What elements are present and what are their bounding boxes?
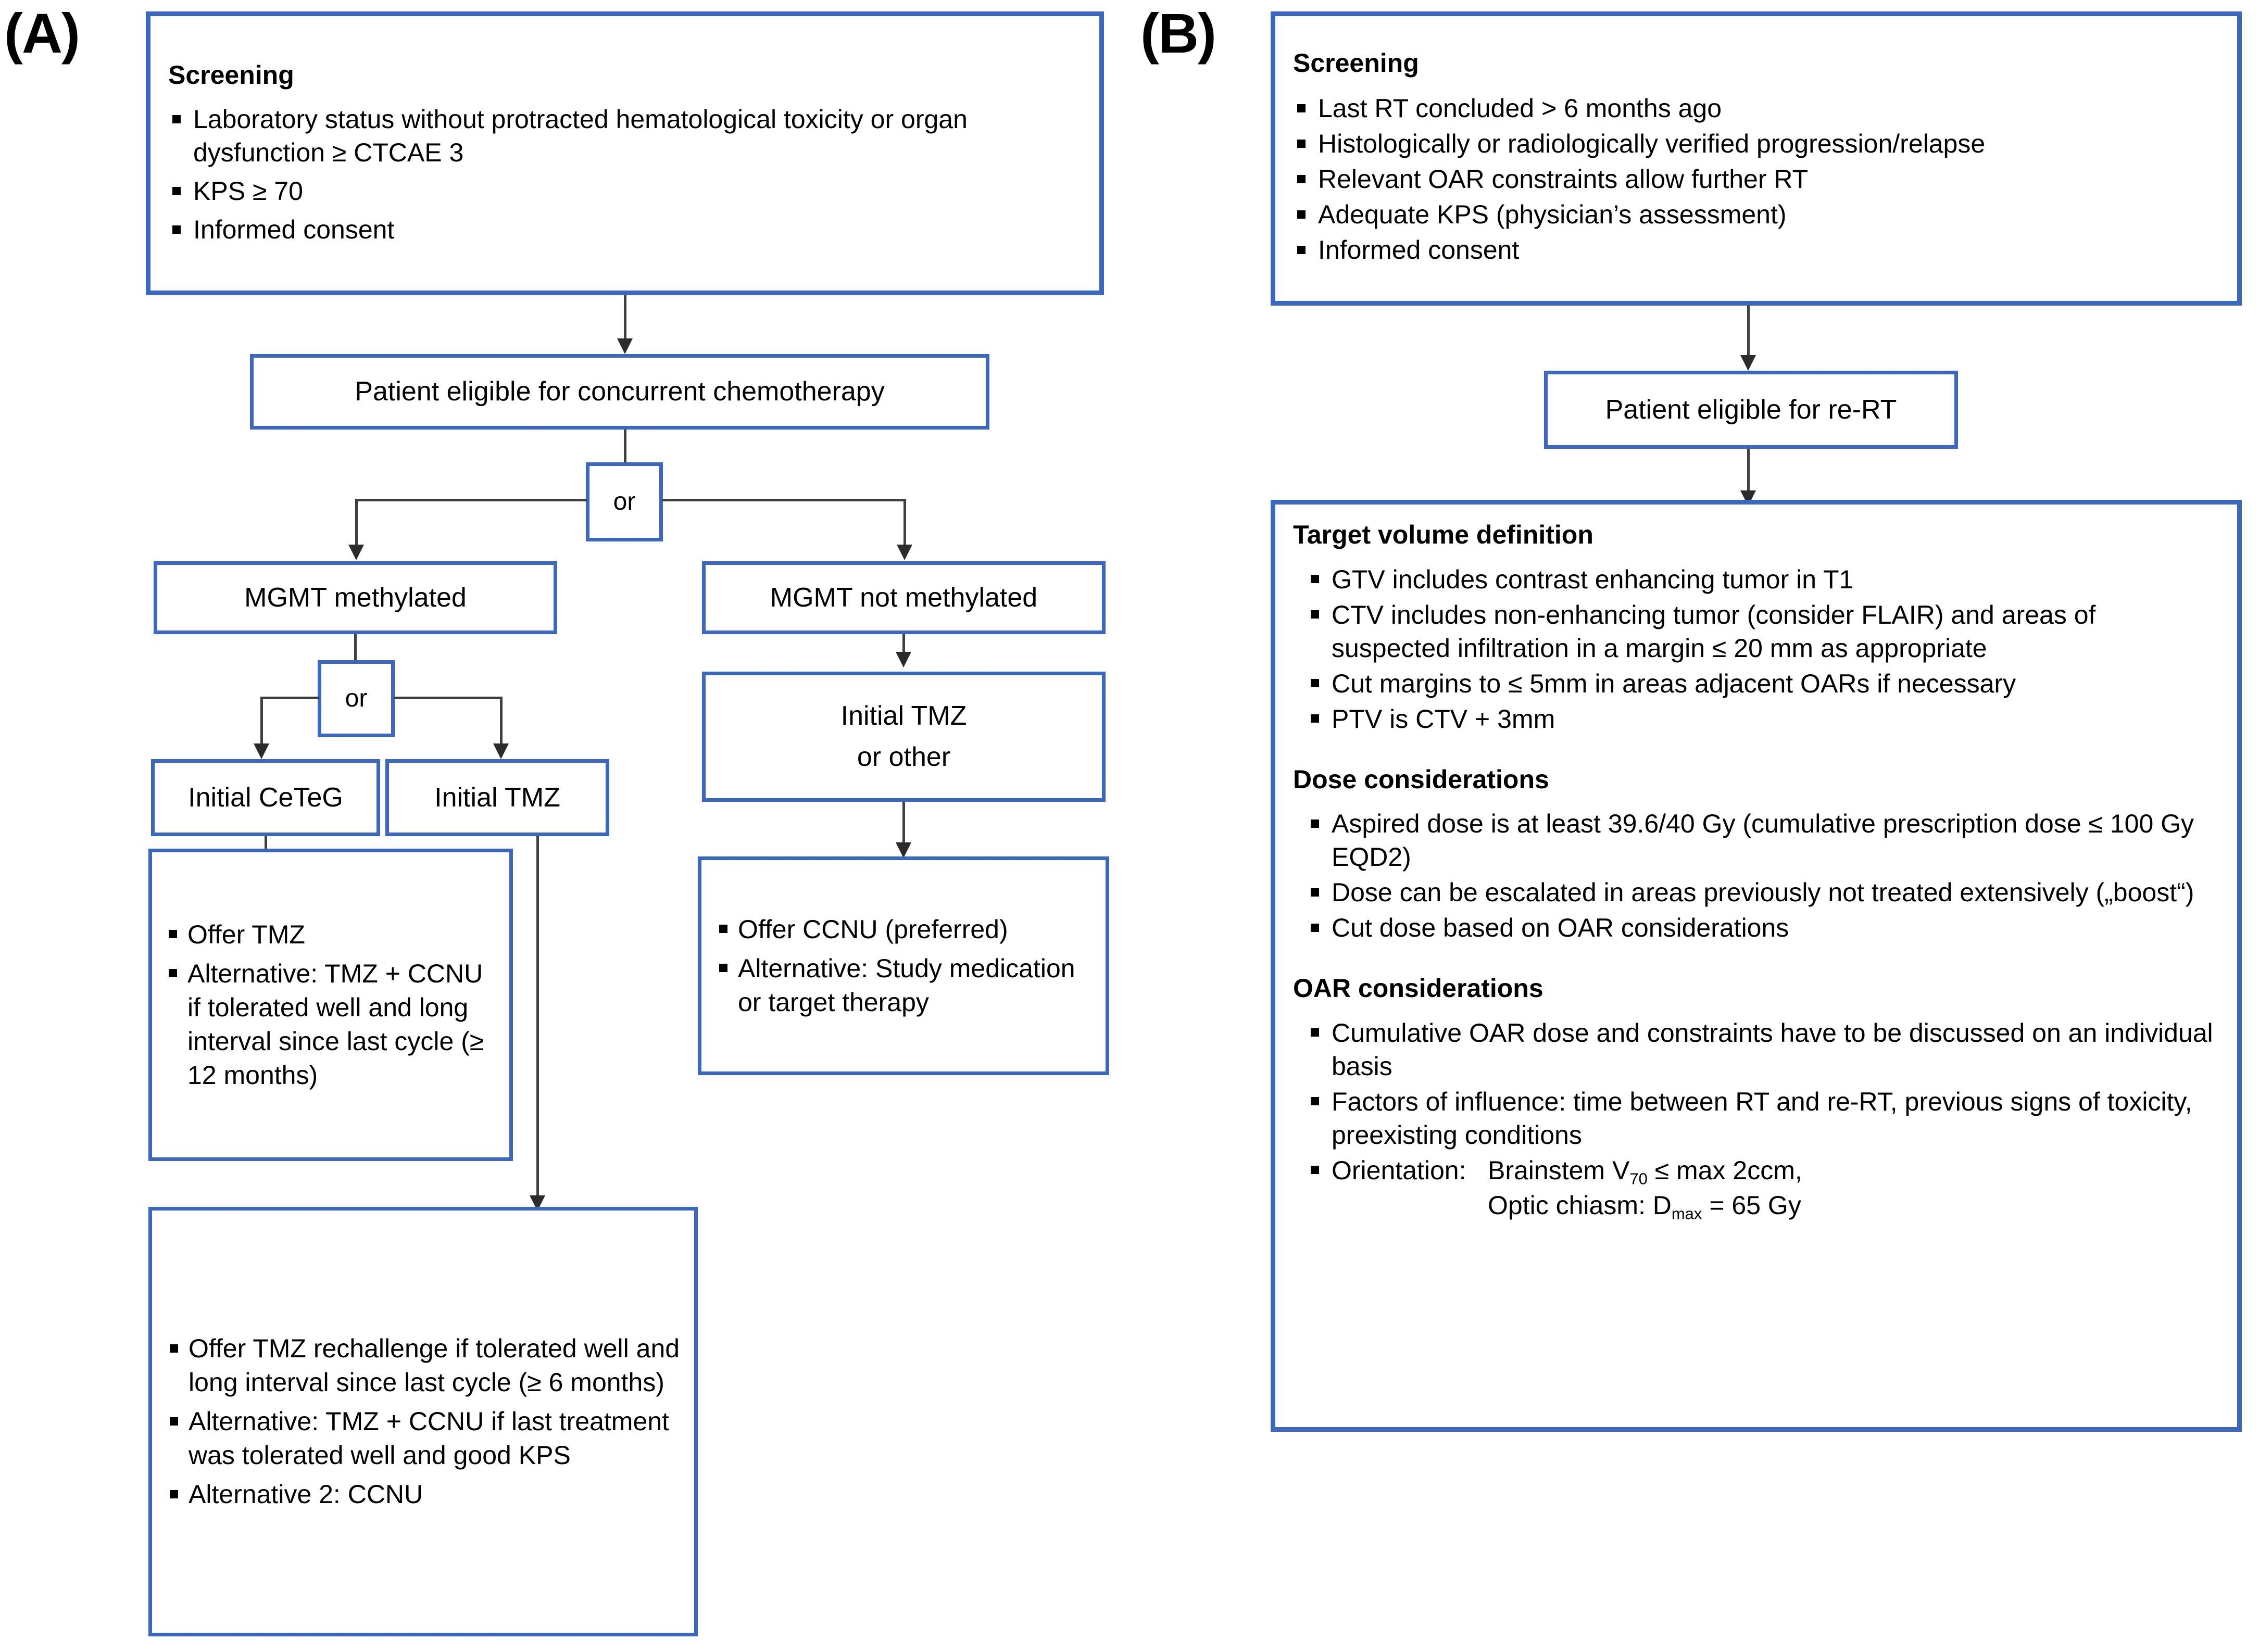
panel-a-initial-ceteg-box: Initial CeTeG — [151, 759, 380, 836]
panel-a-or-box-1: or — [586, 462, 663, 541]
panel-a-or-box-2: or — [318, 660, 395, 737]
list-item: Alternative: Study medication or target … — [715, 952, 1092, 1019]
panel-a-eligible-box: Patient eligible for concurrent chemothe… — [250, 354, 989, 430]
list-item: Adequate KPS (physician’s assessment) — [1293, 198, 2219, 231]
panel-a-label: (A) — [4, 2, 80, 65]
orientation-line-1: Brainstem V70 ≤ max 2ccm, — [1488, 1155, 1802, 1188]
connector-a8 — [536, 836, 539, 1201]
list-item: PTV is CTV + 3mm — [1307, 702, 2219, 736]
panel-a-screening-box: Screening Laboratory status without prot… — [146, 11, 1104, 295]
panel-a-eligible-label: Patient eligible for concurrent chemothe… — [355, 376, 885, 407]
list-item: Informed consent — [168, 213, 1082, 246]
list-item: Alternative: TMZ + CCNU if last treatmen… — [166, 1405, 681, 1472]
panel-a-rechallenge-bullets: Offer TMZ rechallenge if tolerated well … — [166, 1332, 681, 1511]
panel-a-initial-tmz-or-other-line1: Initial TMZ — [840, 701, 967, 731]
panel-a-offer-tmz-bullets: Offer TMZ Alternative: TMZ + CCNU if tol… — [165, 918, 497, 1092]
list-item: Cut dose based on OAR considerations — [1307, 911, 2219, 944]
orientation-line-2: Optic chiasm: Dmax = 65 Gy — [1488, 1191, 1801, 1223]
orientation-values: Brainstem V70 ≤ max 2ccm,Optic chiasm: D… — [1488, 1154, 1802, 1225]
panel-a-initial-tmz-or-other-box: Initial TMZ or other — [702, 672, 1106, 802]
orientation-label: Orientation: — [1332, 1155, 1466, 1185]
connector-a6 — [902, 634, 905, 656]
list-item: Offer TMZ rechallenge if tolerated well … — [166, 1332, 681, 1399]
panel-a-initial-tmz-label: Initial TMZ — [434, 782, 560, 813]
panel-a-initial-ceteg-label: Initial CeTeG — [188, 782, 343, 813]
panel-b-target-volume-bullets: GTV includes contrast enhancing tumor in… — [1307, 563, 2219, 738]
connector-a3-left — [355, 499, 587, 501]
panel-b-eligible-label: Patient eligible for re-RT — [1605, 394, 1897, 425]
panel-a-mgmt-not-methylated-box: MGMT not methylated — [702, 561, 1106, 634]
list-item: Cumulative OAR dose and constraints have… — [1307, 1016, 2219, 1083]
list-item: GTV includes contrast enhancing tumor in… — [1307, 563, 2219, 596]
connector-a4 — [354, 634, 357, 661]
list-item: Offer CCNU (preferred) — [715, 913, 1092, 947]
list-item: Histologically or radiologically verifie… — [1293, 127, 2219, 160]
connector-a5-left-drop — [260, 697, 263, 749]
connector-a3-right-drop — [903, 499, 906, 550]
arrowhead-a3-right — [897, 545, 912, 560]
list-item-orientation: Orientation: Brainstem V70 ≤ max 2ccm,Opt… — [1307, 1154, 2219, 1225]
panel-a-offer-tmz-box: Offer TMZ Alternative: TMZ + CCNU if tol… — [148, 849, 513, 1161]
panel-a-initial-tmz-or-other-line2: or other — [857, 742, 951, 772]
connector-a1 — [624, 295, 626, 344]
orientation-line-2-subscript: max — [1671, 1204, 1702, 1223]
panel-a-offer-ccnu-bullets: Offer CCNU (preferred) Alternative: Stud… — [715, 913, 1092, 1019]
panel-a-mgmt-methylated-box: MGMT methylated — [154, 561, 557, 634]
connector-a9 — [902, 802, 905, 848]
list-item: Relevant OAR constraints allow further R… — [1293, 162, 2219, 196]
list-item: Informed consent — [1293, 233, 2219, 267]
list-item: Alternative 2: CCNU — [166, 1478, 681, 1511]
arrowhead-a5-right — [493, 743, 509, 759]
list-item: Dose can be escalated in areas previousl… — [1307, 876, 2219, 909]
list-item: Aspired dose is at least 39.6/40 Gy (cum… — [1307, 807, 2219, 874]
panel-a-screening-bullets: Laboratory status without protracted hem… — [168, 103, 1082, 246]
panel-b-label: (B) — [1140, 2, 1216, 65]
panel-b-oar-bullets: Cumulative OAR dose and constraints have… — [1307, 1016, 2219, 1227]
list-item: CTV includes non-enhancing tumor (consid… — [1307, 598, 2219, 665]
panel-a-mgmt-not-methylated-label: MGMT not methylated — [770, 582, 1038, 613]
arrowhead-b1 — [1740, 355, 1756, 371]
list-item: Factors of influence: time between RT an… — [1307, 1085, 2219, 1152]
panel-b-section-heading-dose: Dose considerations — [1293, 764, 1549, 794]
panel-b-eligible-box: Patient eligible for re-RT — [1544, 371, 1958, 449]
panel-a-mgmt-methylated-label: MGMT methylated — [244, 582, 467, 613]
connector-a5-right-drop — [500, 697, 503, 749]
arrowhead-a9 — [896, 842, 911, 858]
list-item: Alternative: TMZ + CCNU if tolerated wel… — [165, 957, 497, 1092]
connector-a5-left — [260, 697, 319, 699]
list-item: KPS ≥ 70 — [168, 174, 1082, 208]
connector-a3-left-drop — [355, 499, 358, 550]
panel-a-screening-title: Screening — [168, 60, 294, 90]
panel-a-rechallenge-box: Offer TMZ rechallenge if tolerated well … — [148, 1207, 698, 1636]
panel-b-content-box: Target volume definition GTV includes co… — [1271, 500, 2242, 1432]
connector-a3-right — [662, 499, 906, 501]
panel-b-section-heading-oar: OAR considerations — [1293, 974, 1543, 1003]
connector-b1 — [1747, 306, 1750, 360]
panel-b-screening-title: Screening — [1293, 48, 1419, 78]
panel-b-screening-box: Screening Last RT concluded > 6 months a… — [1271, 11, 2242, 306]
panel-a-initial-tmz-box: Initial TMZ — [385, 759, 609, 836]
arrowhead-a3-left — [348, 545, 364, 560]
panel-a-or-1-label: or — [613, 488, 636, 515]
arrowhead-a6 — [896, 652, 911, 667]
panel-b-section-heading-target-volume: Target volume definition — [1293, 520, 1593, 549]
panel-b-screening-bullets: Last RT concluded > 6 months ago Histolo… — [1293, 92, 2219, 269]
connector-a5-right — [394, 697, 502, 699]
list-item: Offer TMZ — [165, 918, 497, 952]
list-item: Laboratory status without protracted hem… — [168, 103, 1082, 169]
panel-a-or-2-label: or — [345, 685, 368, 712]
arrowhead-a5-left — [254, 743, 269, 759]
orientation-line-1-subscript: 70 — [1629, 1169, 1648, 1188]
list-item: Cut margins to ≤ 5mm in areas adjacent O… — [1307, 667, 2219, 700]
panel-b-dose-bullets: Aspired dose is at least 39.6/40 Gy (cum… — [1307, 807, 2219, 947]
connector-a2 — [624, 430, 626, 463]
connector-b2 — [1747, 449, 1750, 496]
panel-a-offer-ccnu-box: Offer CCNU (preferred) Alternative: Stud… — [698, 856, 1109, 1075]
arrowhead-a1 — [617, 338, 633, 354]
list-item: Last RT concluded > 6 months ago — [1293, 92, 2219, 125]
